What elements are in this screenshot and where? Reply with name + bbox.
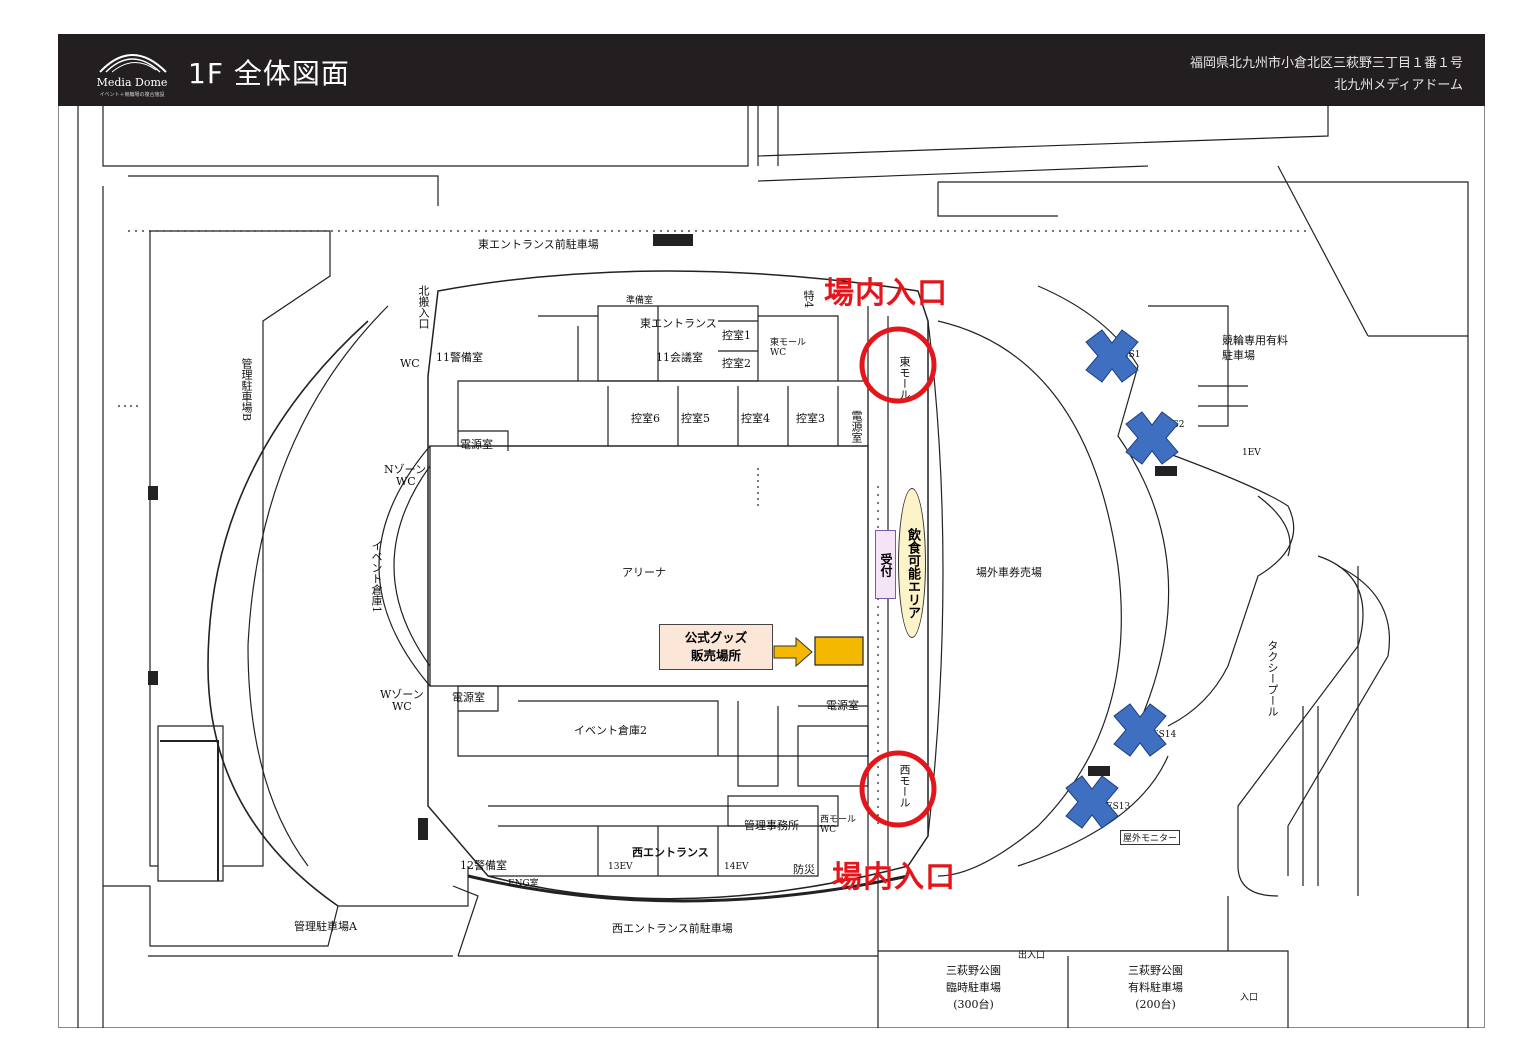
outer-ticket-label: 場外車券売場 [976, 566, 1042, 579]
w-zone-label: Wゾーン [380, 688, 424, 701]
guard12-label: 12警備室 [460, 859, 507, 872]
blue-x-icon [1125, 411, 1179, 465]
north-entry-label: 北搬入口 [417, 285, 430, 329]
meeting11-label: 11会議室 [656, 351, 703, 364]
gate-label: 出入口 [1018, 951, 1046, 961]
event-storage1-label: イベント倉庫1 [370, 540, 383, 613]
floor-title: 1F 全体図面 [188, 57, 350, 90]
special4-label: 特4 [802, 290, 815, 308]
disaster-label: 防災 [793, 863, 815, 876]
park-temp-type: 臨時駐車場 [946, 981, 1001, 994]
waiting1-label: 控室1 [722, 329, 751, 342]
arena-label: アリーナ [622, 566, 666, 579]
reception-label: 受付 [875, 530, 896, 599]
w-zone-wc-label: WC [392, 700, 412, 713]
n-zone-label: Nゾーン [384, 463, 427, 476]
dome-logo-icon [99, 54, 167, 73]
blue-x-icon [1065, 775, 1119, 829]
waiting4-label: 控室4 [741, 412, 770, 425]
dining-area-label: 飲食可能エリア [898, 488, 926, 638]
power-room-ne-label: 電源室 [850, 410, 863, 443]
goods-location-marker [814, 636, 864, 666]
east-entrance-label: 東エントランス [640, 317, 717, 330]
park-paid-block: 三萩野公園 有料駐車場 (200台) [1128, 962, 1183, 1013]
keirin-parking-label: 競輪専用有料駐車場 [1222, 334, 1288, 362]
guard11-label: 11警備室 [436, 351, 483, 364]
outdoor-monitor-label: 屋外モニター [1120, 830, 1181, 845]
logo-text: Media Dome [96, 76, 168, 89]
power-room-se-label: 電源室 [826, 699, 859, 712]
power-room-north-label: 電源室 [460, 438, 493, 451]
prep-room-label: 準備室 [626, 296, 654, 306]
mgmt-parking-b-label: 管理駐車場B [240, 358, 253, 422]
map-sheet [58, 34, 1485, 1028]
park-temp-cap: (300台) [953, 998, 994, 1011]
goods-line1: 公式グッズ [684, 630, 748, 645]
blue-x-icon [1085, 329, 1139, 383]
venue-name: 北九州メディアドーム [1334, 78, 1463, 93]
es1-label: ES1 [1122, 350, 1141, 360]
road-outline [102, 106, 749, 167]
east-mall-label: 東モール [898, 356, 911, 400]
park-paid-cap: (200台) [1135, 998, 1176, 1011]
waiting6-label: 控室6 [631, 412, 660, 425]
ev14-label: 14EV [724, 862, 749, 872]
n-zone-wc-label: WC [396, 475, 416, 488]
waiting3-label: 控室3 [796, 412, 825, 425]
eng-room-label: ENG室 [508, 879, 539, 889]
gate2-label: 入口 [1240, 993, 1259, 1003]
media-dome-logo: Media Dome イベント＋競輪場の複合施設 [82, 42, 182, 100]
red-circle-icon [859, 326, 937, 404]
es13-label: ES13 [1106, 802, 1131, 812]
east-mall-wc-label: 東モールWC [770, 338, 807, 358]
address: 福岡県北九州市小倉北区三萩野三丁目１番１号 [1189, 56, 1463, 71]
blue-x-icon [1113, 703, 1167, 757]
mgmt-parking-a-label: 管理駐車場A [294, 920, 357, 933]
power-room-south-label: 電源室 [452, 691, 485, 704]
park-paid-type: 有料駐車場 [1128, 981, 1183, 994]
entrance-south-label: 場内入口 [832, 860, 956, 895]
goods-callout: 公式グッズ 販売場所 [659, 624, 773, 670]
orange-arrow-icon [773, 636, 813, 668]
ev1-label: 1EV [1242, 448, 1261, 458]
park-temp-block: 三萩野公園 臨時駐車場 (300台) [946, 962, 1001, 1013]
waiting2-label: 控室2 [722, 357, 751, 370]
goods-line2: 販売場所 [690, 648, 741, 663]
logo-subtitle: イベント＋競輪場の複合施設 [99, 92, 165, 98]
west-mall-wc-label: 西モールWC [820, 815, 857, 835]
ev13-label: 13EV [608, 862, 633, 872]
mgmt-parking-b-outline [149, 230, 331, 867]
mgmt-office-label: 管理事務所 [744, 819, 799, 832]
west-entrance-label: 西エントランス [632, 846, 709, 859]
waiting5-label: 控室5 [681, 412, 710, 425]
north-wc-label: WC [400, 357, 420, 370]
park-paid-name: 三萩野公園 [1128, 964, 1183, 977]
es14-label: ES14 [1152, 730, 1177, 740]
west-parking-label: 西エントランス前駐車場 [612, 922, 733, 935]
red-circle-icon [859, 750, 937, 828]
header-bar: Media Dome イベント＋競輪場の複合施設 1F 全体図面 福岡県北九州市… [58, 34, 1485, 106]
event-storage2-label: イベント倉庫2 [574, 724, 647, 737]
west-mall-label: 西モール [898, 764, 911, 808]
east-parking-label: 東エントランス前駐車場 [478, 238, 599, 251]
taxi-pool-label: タクシープール [1266, 640, 1279, 717]
entrance-north-label: 場内入口 [824, 276, 948, 311]
park-temp-name: 三萩野公園 [946, 964, 1001, 977]
